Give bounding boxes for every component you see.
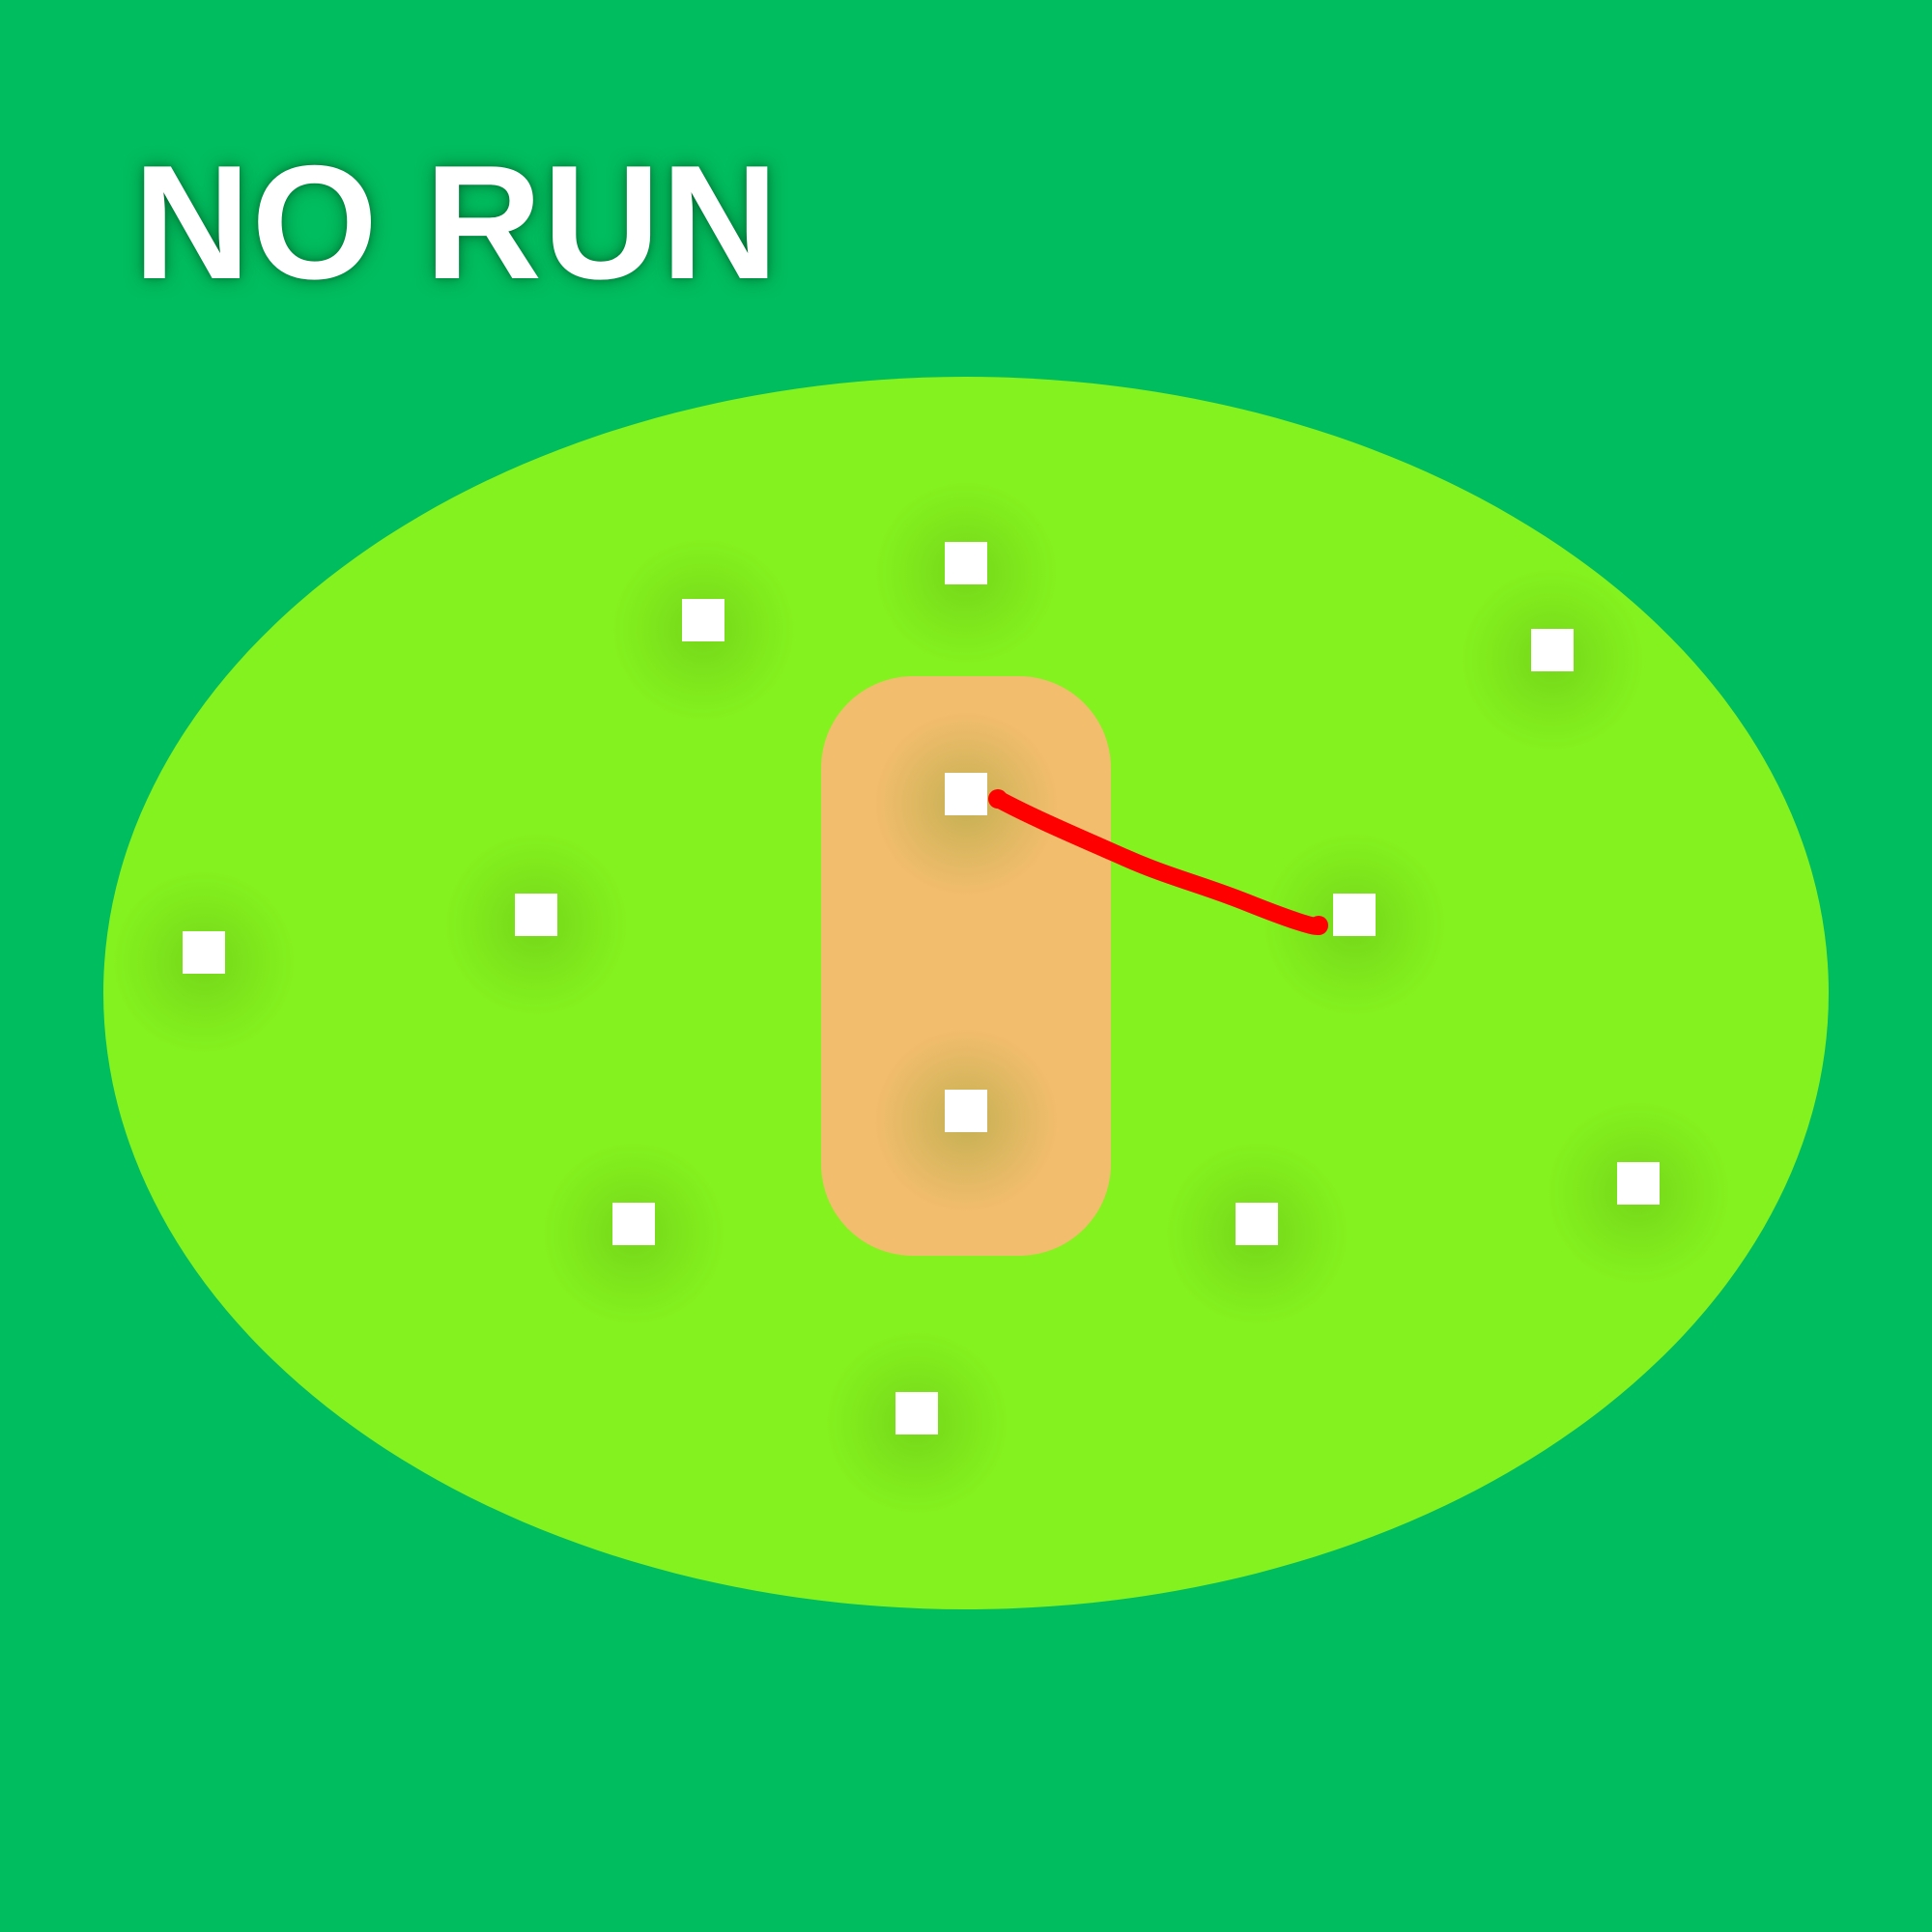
fielder-marker: [945, 1090, 987, 1132]
fielder-marker: [945, 542, 987, 584]
fielder-marker: [612, 1203, 655, 1245]
shot-start-marker: [988, 789, 1008, 809]
result-label: NO RUN: [133, 131, 780, 313]
fielder-marker: [895, 1392, 938, 1435]
fielder-marker: [1531, 629, 1574, 671]
fielder-marker: [183, 931, 225, 974]
shot-end-marker: [1309, 916, 1328, 935]
shot-path: [989, 790, 1327, 935]
fielder-marker: [1617, 1162, 1660, 1205]
fielder-marker: [515, 894, 557, 936]
fielder-marker: [1236, 1203, 1278, 1245]
fielder-marker: [682, 599, 724, 641]
fielder-marker: [945, 773, 987, 815]
fielders-layer: [112, 481, 1730, 1515]
fielder-marker: [1333, 894, 1376, 936]
